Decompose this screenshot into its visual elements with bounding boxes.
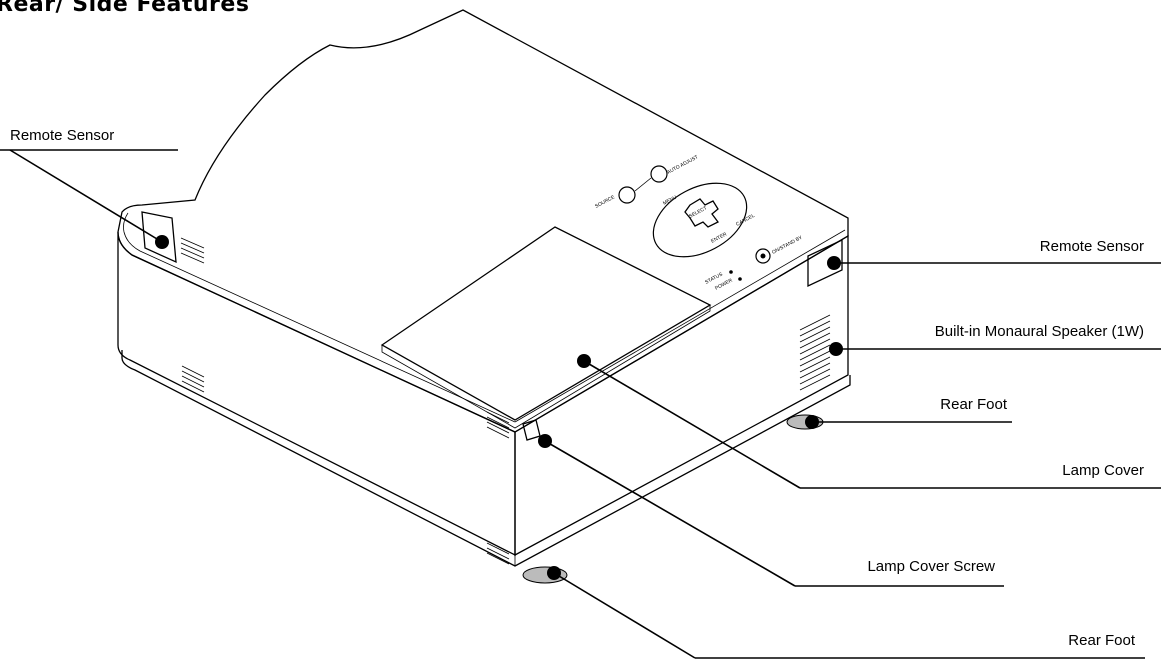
- callout-label: Built-in Monaural Speaker (1W): [935, 323, 1144, 340]
- callout-remote-sensor-left: Remote Sensor: [0, 127, 178, 249]
- power-indicator: [738, 277, 742, 281]
- projector-body: [117, 9, 851, 584]
- vent-group: [180, 237, 510, 565]
- callout-label: Lamp Cover Screw: [867, 558, 995, 575]
- on-stand-by-label: ON/STAND BY: [771, 234, 804, 255]
- auto-adjust-label: AUTO ADJUST: [666, 154, 699, 175]
- callout-label: Remote Sensor: [1040, 238, 1144, 255]
- callout-label: Remote Sensor: [10, 127, 114, 144]
- callout-rear-foot-lower: Rear Foot: [547, 566, 1145, 659]
- callout-remote-sensor-right: Remote Sensor: [827, 238, 1161, 270]
- callout-speaker: Built-in Monaural Speaker (1W): [829, 323, 1161, 356]
- speaker-grille: [799, 314, 831, 391]
- callout-lamp-cover-screw: Lamp Cover Screw: [538, 434, 1004, 587]
- source-button[interactable]: [618, 186, 636, 204]
- source-label: SOURCE: [594, 194, 616, 210]
- callout-label: Lamp Cover: [1062, 462, 1144, 479]
- callout-label: Rear Foot: [1068, 632, 1136, 649]
- callout-lamp-cover: Lamp Cover: [577, 354, 1161, 489]
- auto-adjust-button[interactable]: [650, 165, 668, 183]
- callout-label: Rear Foot: [940, 396, 1008, 413]
- callout-rear-foot-upper: Rear Foot: [805, 396, 1012, 429]
- status-indicator: [729, 270, 733, 274]
- page-title: Rear/ Side Features: [0, 0, 250, 17]
- control-panel: SOURCE AUTO ADJUST MENU SELECT ENTER CAN…: [594, 154, 804, 291]
